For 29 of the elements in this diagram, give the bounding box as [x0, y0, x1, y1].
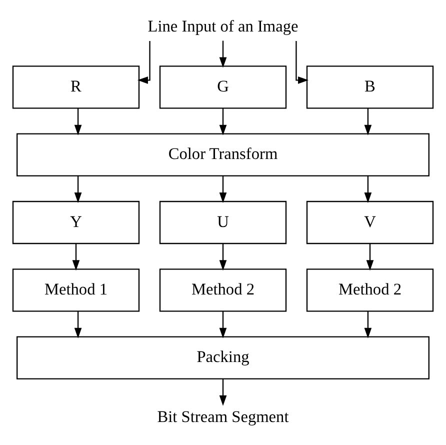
node-box: G — [159, 66, 287, 109]
node-box: B — [306, 66, 434, 109]
arrow — [74, 176, 82, 203]
arrow — [72, 244, 80, 271]
node-box: Method 1 — [12, 268, 140, 312]
node-box: Packing — [16, 336, 430, 380]
node-box: U — [159, 200, 287, 244]
arrow — [219, 378, 227, 406]
node-box: R — [12, 66, 140, 109]
arrow — [296, 41, 309, 84]
arrow — [137, 41, 150, 84]
arrow — [366, 244, 374, 271]
arrow — [219, 108, 227, 136]
node-text: Line Input of an Image — [148, 16, 298, 36]
node-box: Method 2 — [159, 268, 287, 312]
arrow — [364, 108, 372, 136]
arrow — [219, 311, 227, 338]
arrow — [364, 176, 372, 203]
node-box: Y — [12, 200, 140, 244]
arrow — [74, 108, 82, 136]
node-box: Method 2 — [306, 268, 434, 312]
arrow — [364, 311, 372, 338]
node-text: Bit Stream Segment — [157, 407, 289, 426]
arrow — [219, 244, 227, 271]
node-box: V — [306, 200, 434, 244]
arrow — [74, 311, 82, 338]
node-box: Color Transform — [16, 133, 430, 176]
arrow — [219, 40, 227, 68]
arrow — [219, 176, 227, 203]
